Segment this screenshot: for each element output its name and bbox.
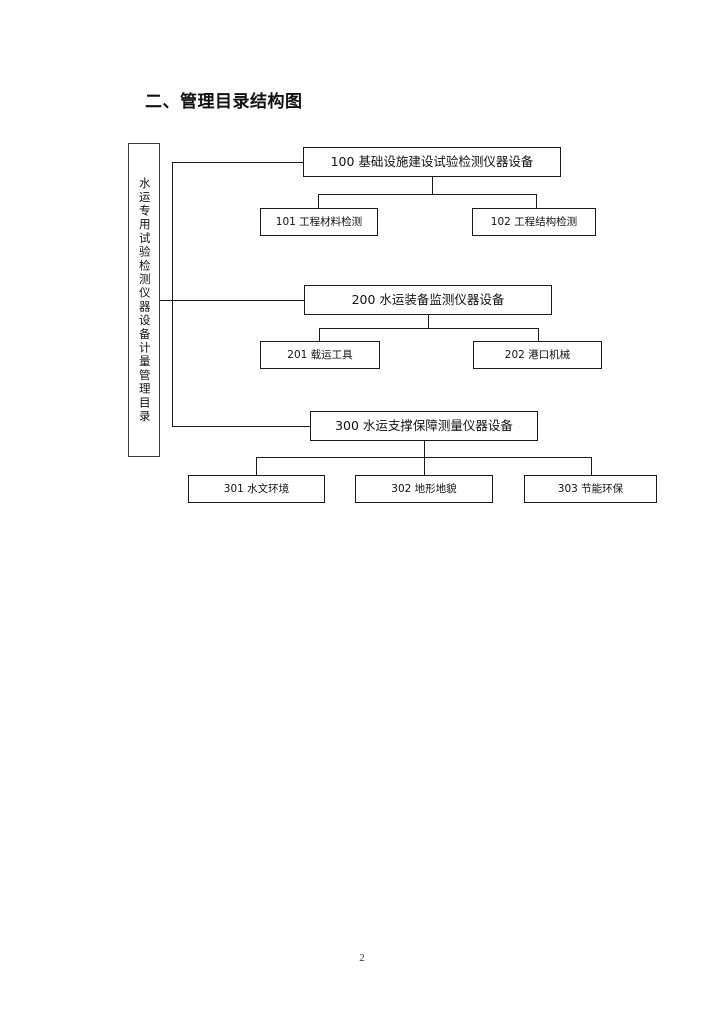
trunk-to-node-100-connector [172,162,303,163]
node-202[interactable]: 202 港口机械 [473,341,602,369]
node-102[interactable]: 102 工程结构检测 [472,208,596,236]
node-200-distributor-line [319,328,538,329]
node-201-riser-line [319,328,320,341]
main-trunk-line [172,162,173,426]
page-title: 二、管理目录结构图 [145,92,303,112]
node-200-drop-line [428,315,429,328]
page-number: 2 [359,952,365,964]
node-101-riser-line [318,194,319,208]
node-100-distributor-line [318,194,536,195]
node-300-drop-line [424,441,425,457]
node-201[interactable]: 201 载运工具 [260,341,380,369]
node-301-riser-line [256,457,257,475]
node-301[interactable]: 301 水文环境 [188,475,325,503]
node-102-riser-line [536,194,537,208]
node-101[interactable]: 101 工程材料检测 [260,208,378,236]
node-303-riser-line [591,457,592,475]
node-303[interactable]: 303 节能环保 [524,475,657,503]
trunk-to-node-200-connector [172,300,304,301]
trunk-to-node-300-connector [172,426,310,427]
node-202-riser-line [538,328,539,341]
node-300-distributor-line [256,457,591,458]
node-302[interactable]: 302 地形地貌 [355,475,493,503]
node-200[interactable]: 200 水运装备监测仪器设备 [304,285,552,315]
root-to-trunk-connector [160,300,173,301]
root-node-box: 水运专用试验检测仪器设备计量管理目录 [128,143,160,457]
node-100[interactable]: 100 基础设施建设试验检测仪器设备 [303,147,561,177]
root-node-label: 水运专用试验检测仪器设备计量管理目录 [137,176,152,424]
node-302-riser-line [424,457,425,475]
node-300[interactable]: 300 水运支撑保障测量仪器设备 [310,411,538,441]
org-structure-diagram: 水运专用试验检测仪器设备计量管理目录 100 基础设施建设试验检测仪器设备 10… [128,143,657,503]
node-100-drop-line [432,177,433,194]
